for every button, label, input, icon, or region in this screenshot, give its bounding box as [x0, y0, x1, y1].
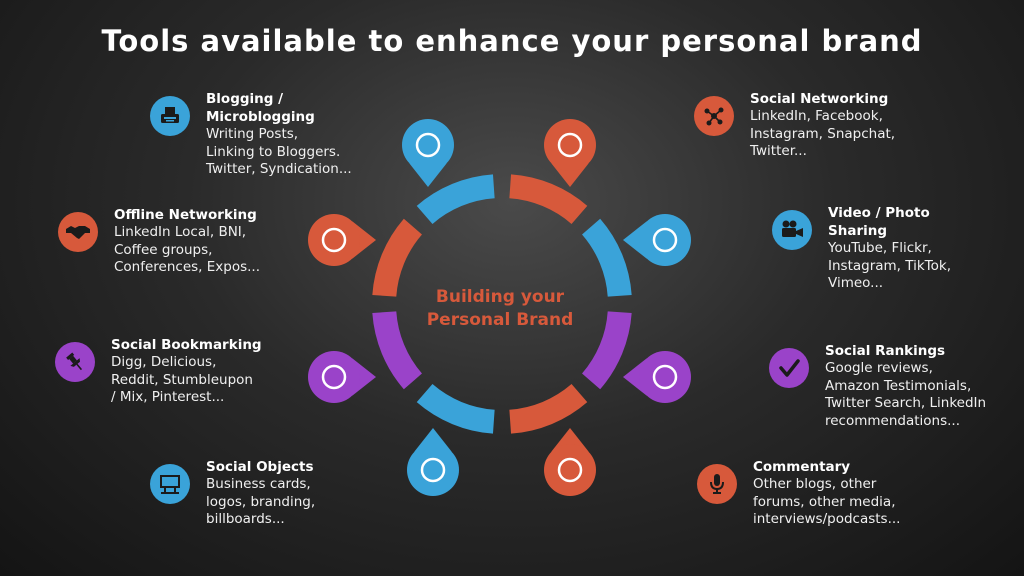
checkmark-icon	[769, 348, 809, 388]
pushpin-icon	[55, 342, 95, 382]
pin-marker-social-networking	[544, 119, 596, 187]
ring-segment-blogging	[416, 174, 495, 225]
billboard-icon	[150, 464, 190, 504]
item-heading: Offline Networking	[114, 207, 257, 223]
network-icon	[694, 96, 734, 136]
ring-segment-offline-networking	[372, 218, 423, 297]
item-line: Google reviews,	[825, 360, 933, 376]
ring-segment-video-photo	[581, 218, 632, 297]
page-title: Tools available to enhance your personal…	[101, 24, 923, 58]
item-line: billboards...	[206, 511, 285, 527]
item-line: Linking to Bloggers.	[206, 143, 341, 160]
item-line: Twitter, Syndication...	[206, 161, 352, 177]
item-line: YouTube, Flickr,	[828, 240, 932, 256]
item-line: Other blogs, other	[753, 476, 877, 492]
item-heading: Blogging / Microblogging	[206, 91, 315, 125]
pin-marker-social-rankings	[623, 351, 691, 403]
item-line: / Mix, Pinterest...	[111, 389, 225, 405]
pin-marker-commentary	[544, 428, 596, 496]
item-line: Business cards,	[206, 476, 311, 492]
pin-marker-blogging	[402, 119, 454, 187]
item-line: LinkedIn, Facebook,	[750, 108, 883, 124]
microphone-icon	[697, 464, 737, 504]
center-label: Building your Personal Brand	[390, 286, 610, 332]
pin-marker-social-objects	[407, 428, 459, 496]
typewriter-icon	[150, 96, 190, 136]
item-heading: Social Rankings	[825, 343, 946, 359]
item-line: LinkedIn Local, BNI,	[114, 224, 247, 240]
item-line: forums, other media,	[753, 493, 896, 510]
ring-segment-commentary	[509, 383, 588, 434]
item-heading: Commentary	[753, 459, 851, 475]
item-line: Reddit, Stumbleupon	[111, 371, 253, 388]
item-heading: Social Objects	[206, 459, 314, 475]
item-line: interviews/podcasts...	[753, 511, 901, 527]
item-line: Amazon Testimonials,	[825, 377, 972, 394]
item-line: recommendations...	[825, 412, 961, 429]
item-line: Digg, Delicious,	[111, 354, 217, 370]
item-line: Vimeo...	[828, 275, 884, 291]
center-label-line1: Building your	[435, 287, 565, 307]
ring-segment-social-objects	[416, 383, 495, 434]
item-heading: Social Networking	[750, 91, 889, 107]
item-line: Instagram, TikTok,	[828, 257, 951, 274]
item-line: Conferences, Expos...	[114, 259, 261, 275]
item-line: Twitter...	[750, 143, 807, 159]
item-heading: Video / Photo Sharing	[828, 205, 930, 239]
pin-marker-offline-networking	[308, 214, 376, 266]
pin-marker-video-photo	[623, 214, 691, 266]
pin-marker-social-bookmarking	[308, 351, 376, 403]
ring-segment-social-rankings	[581, 311, 632, 390]
item-line: Writing Posts,	[206, 126, 299, 142]
item-line: Instagram, Snapchat,	[750, 125, 896, 142]
item-line: Coffee groups,	[114, 241, 213, 258]
ring-segment-social-bookmarking	[372, 311, 423, 390]
center-label-line2: Personal Brand	[426, 310, 574, 330]
video-camera-icon	[772, 210, 812, 250]
ring-segment-social-networking	[509, 174, 588, 225]
handshake-icon	[58, 212, 98, 252]
item-line: Twitter Search, LinkedIn	[825, 395, 987, 411]
item-line: logos, branding,	[206, 493, 316, 510]
item-heading: Social Bookmarking	[111, 337, 262, 353]
